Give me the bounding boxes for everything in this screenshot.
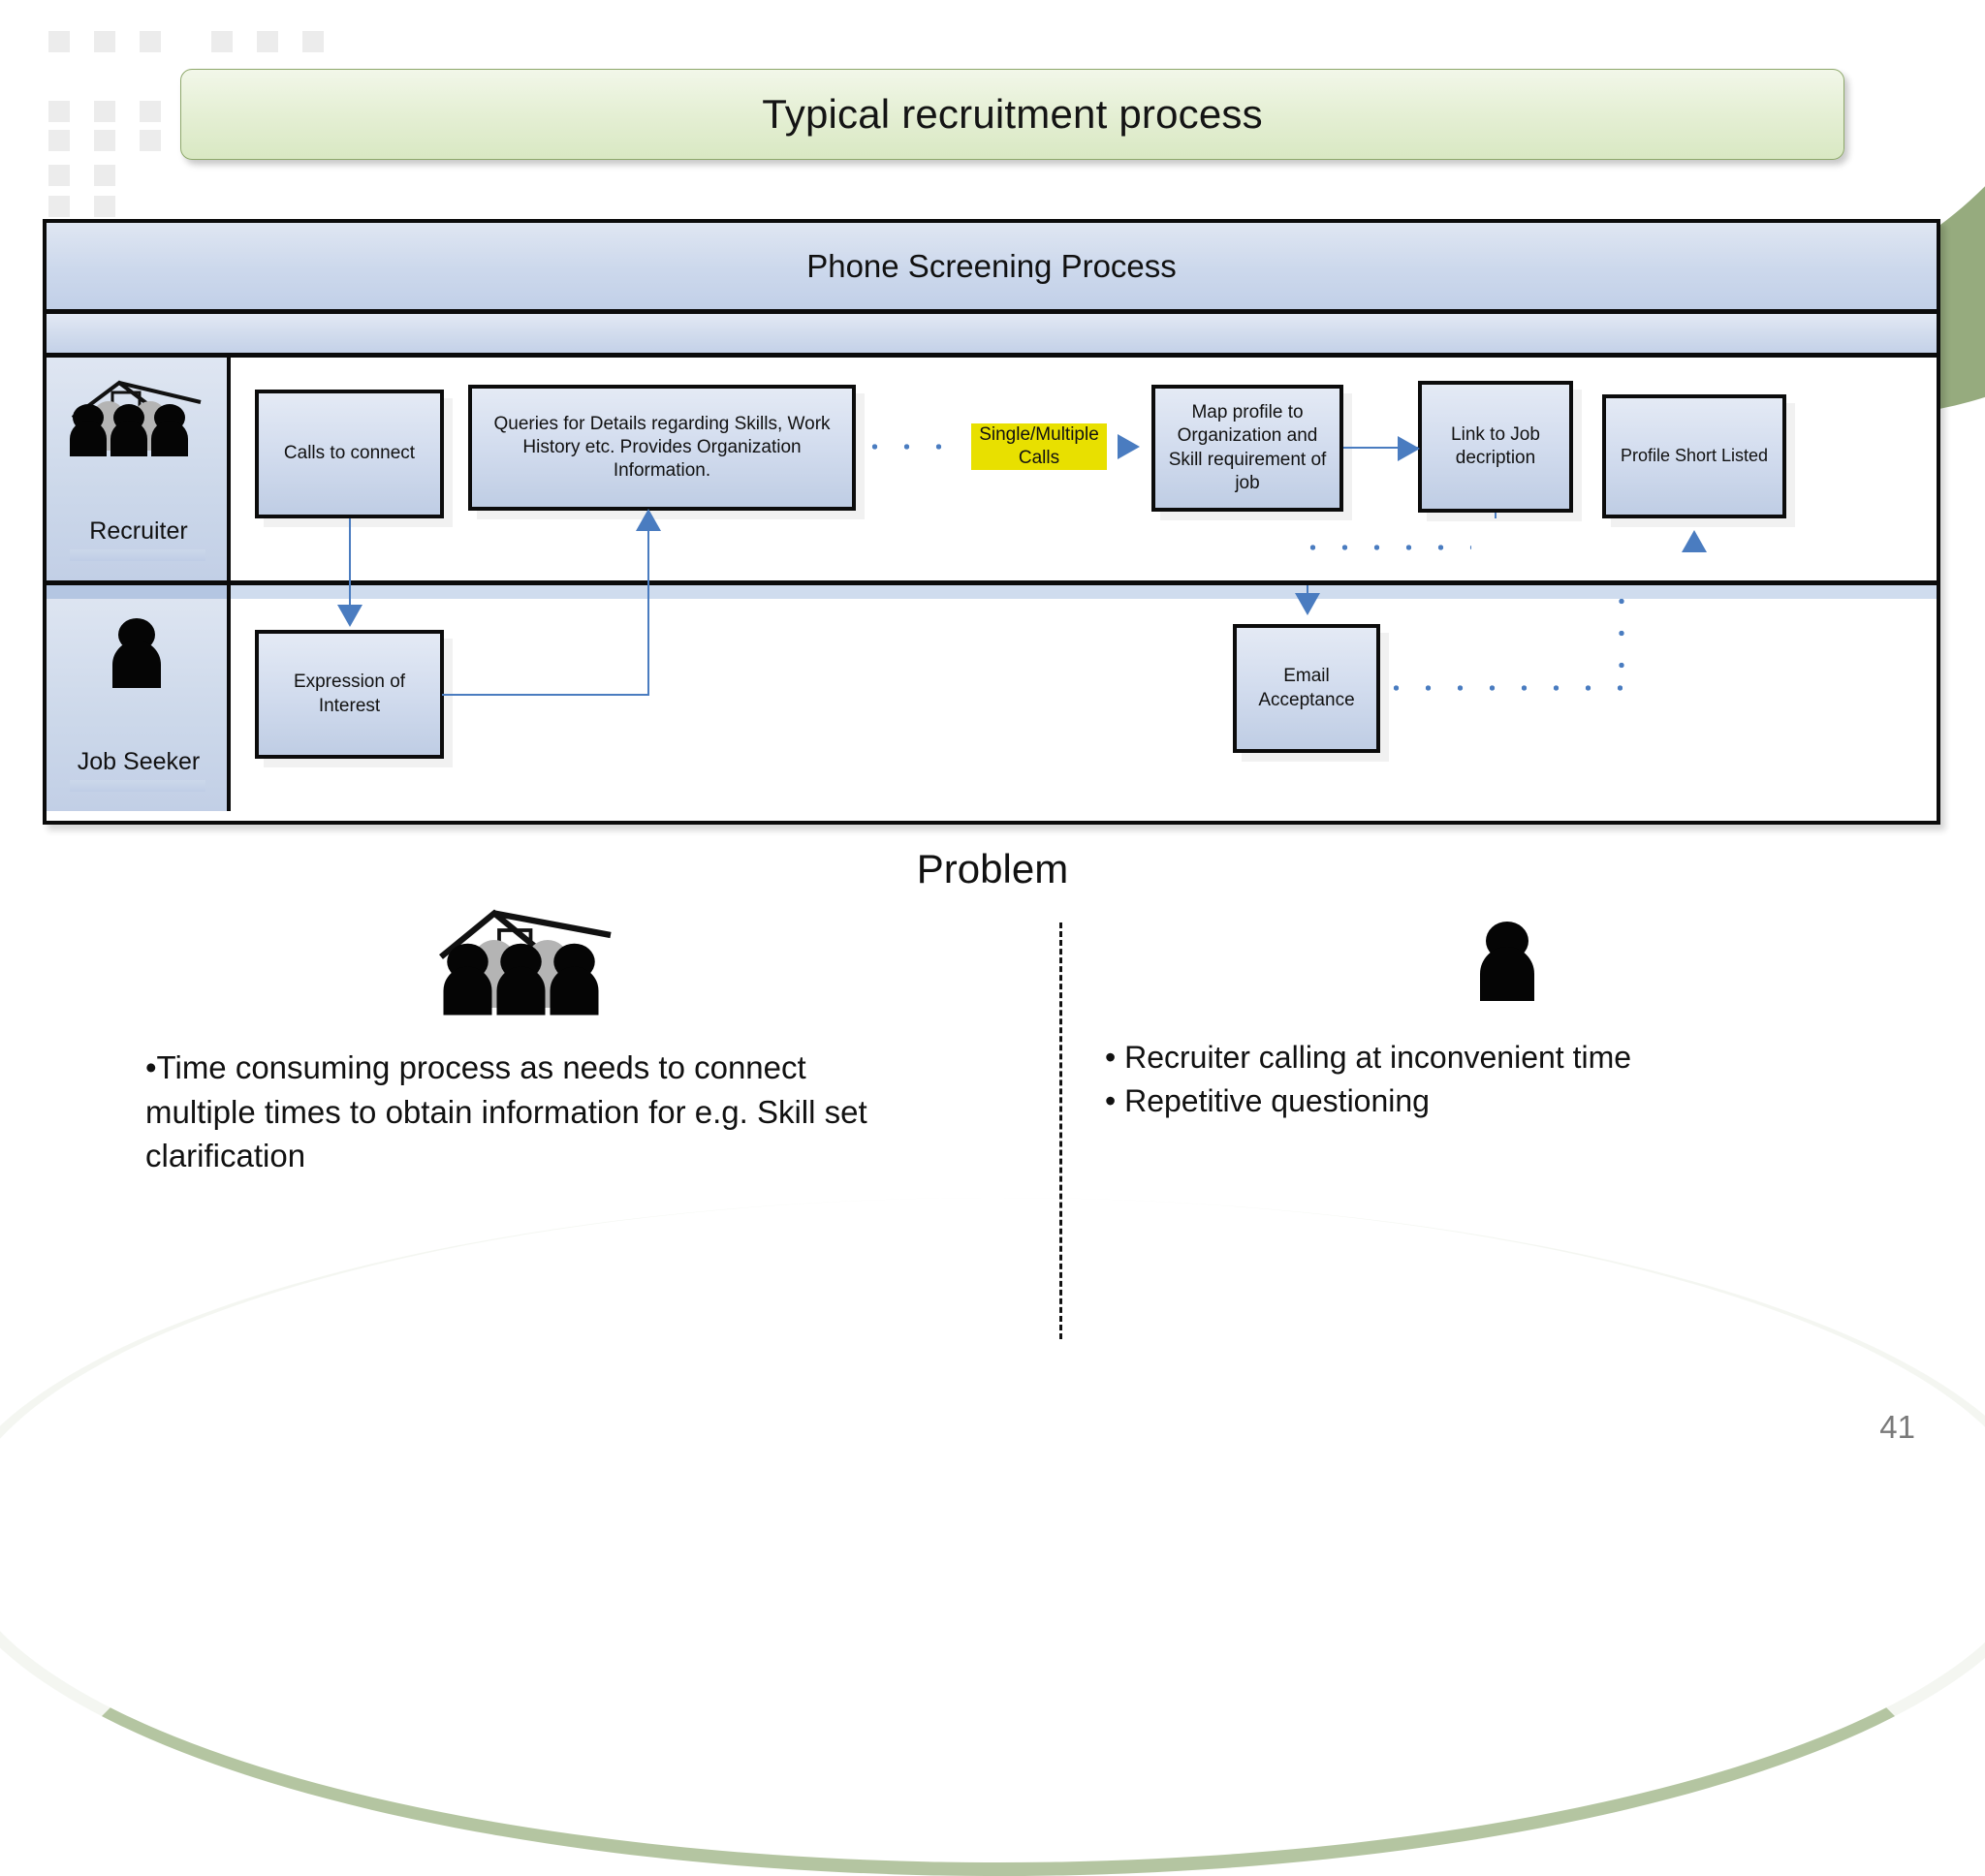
connector-calls-down [349, 518, 351, 588]
process-box-label: Queries for Details regarding Skills, Wo… [493, 413, 831, 482]
lane-label-underline [70, 549, 205, 561]
arrow-up-into-profile-shortlisted [1682, 530, 1707, 552]
arrow-right-into-link-to-job [1398, 436, 1420, 461]
slide-title-banner: Typical recruitment process [180, 69, 1844, 160]
problem-text-line-2: • Repetitive questioning [1105, 1083, 1430, 1119]
lane-body-recruiter: Calls to connect Queries for Details reg… [231, 358, 1937, 588]
process-box-label: Profile Short Listed [1620, 446, 1769, 466]
page-title: Typical recruitment process [762, 91, 1263, 137]
connector-dotted-email-right [1380, 685, 1623, 691]
highlight-label: Single/Multiple Calls [979, 424, 1099, 468]
process-box-link-to-job[interactable]: Link to Job decription [1418, 381, 1573, 513]
problem-heading: Problem [916, 846, 1069, 891]
process-box-label: Calls to connect [283, 443, 416, 464]
arrow-down-into-eoi [337, 605, 362, 627]
process-box-map-profile[interactable]: Map profile to Organization and Skill re… [1151, 385, 1343, 512]
connector-calls-into-eoi [349, 585, 351, 610]
problem-column-recruiter: •Time consuming process as needs to conn… [145, 901, 921, 1178]
connector-dotted-email-up [1619, 585, 1624, 688]
swimlane-diagram: Phone Screening Process [43, 219, 1940, 825]
connector-link-stub [1495, 513, 1497, 518]
process-box-expression-of-interest[interactable]: Expression of Interest [255, 630, 444, 759]
arrow-down-into-email-acceptance [1295, 593, 1320, 615]
process-box-queries-for-details[interactable]: Queries for Details regarding Skills, Wo… [468, 385, 856, 511]
connector-into-email [1307, 585, 1308, 597]
process-box-label: Map profile to Organization and Skill re… [1168, 401, 1327, 493]
single-person-icon [1105, 916, 1909, 1013]
lane-header-job-seeker: Job Seeker [47, 585, 231, 811]
arrow-right-into-map-profile [1118, 434, 1140, 459]
lane-label-job-seeker: Job Seeker [77, 748, 201, 775]
diagram-title: Phone Screening Process [806, 247, 1177, 284]
connector-dotted-link-to-email [1297, 545, 1471, 550]
process-box-label: Expression of Interest [293, 672, 406, 716]
connector-eoi-vertical [647, 585, 649, 695]
bottom-green-arc-decoration [0, 1198, 1985, 1876]
connector-eoi-up [647, 511, 649, 588]
problem-text-line-1: • Recruiter calling at inconvenient time [1105, 1040, 1632, 1075]
diagram-phase-bar [47, 314, 1937, 358]
vertical-dashed-divider [1059, 922, 1062, 1339]
lane-label-underline [70, 780, 205, 792]
process-box-label: Link to Job decription [1451, 423, 1540, 468]
page-number: 41 [1879, 1409, 1915, 1445]
problem-column-job-seeker: • Recruiter calling at inconvenient time… [1105, 916, 1909, 1124]
lane-label-recruiter: Recruiter [89, 517, 188, 545]
lane-job-seeker: Job Seeker Expression of Interest Email … [47, 585, 1937, 811]
process-box-label: Email Acceptance [1258, 666, 1355, 710]
process-box-calls-to-connect[interactable]: Calls to connect [255, 390, 444, 518]
connector-map-to-link [1343, 447, 1418, 449]
group-of-people-icon [145, 901, 921, 1022]
problem-text-recruiter: •Time consuming process as needs to conn… [145, 1049, 867, 1174]
lane-header-recruiter: Recruiter [47, 358, 231, 580]
lane-body-job-seeker: Expression of Interest Email Acceptance [231, 585, 1937, 811]
lane-recruiter: Recruiter Calls to connect Queries for D… [47, 358, 1937, 588]
connector-dotted-queries-to-calls [859, 444, 967, 450]
process-box-profile-shortlisted[interactable]: Profile Short Listed [1602, 394, 1786, 518]
process-box-email-acceptance[interactable]: Email Acceptance [1233, 624, 1380, 753]
group-of-people-icon [47, 367, 227, 484]
arrow-up-into-queries [636, 509, 661, 531]
diagram-title-bar: Phone Screening Process [47, 223, 1937, 314]
highlight-single-multiple-calls: Single/Multiple Calls [971, 423, 1107, 470]
connector-eoi-right [442, 694, 649, 696]
single-person-icon [47, 612, 227, 700]
